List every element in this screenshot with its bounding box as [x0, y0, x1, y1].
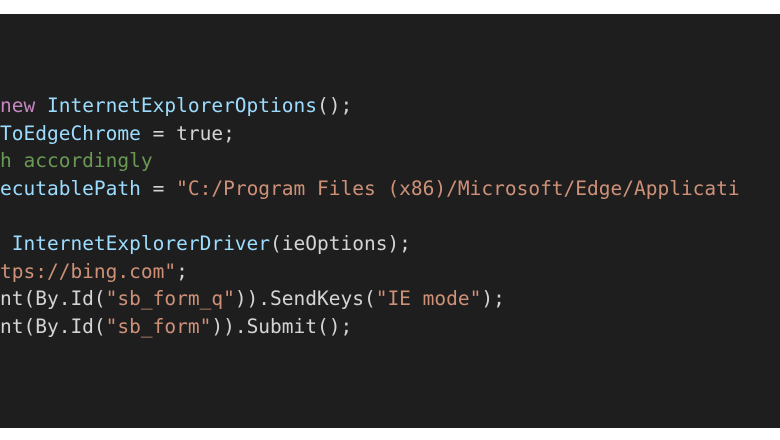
code-token: tps://bing.com"	[0, 259, 177, 283]
code-line: nt(By.Id("sb_form")).Submit();	[0, 313, 740, 341]
code-token: =	[140, 176, 177, 200]
code-line: new InternetExplorerOptions();	[0, 92, 740, 120]
code-line: InternetExplorerDriver(ieOptions);	[0, 230, 740, 258]
code-token: nt(By.Id(	[0, 314, 106, 338]
code-token: =	[140, 121, 177, 145]
code-line: nt(By.Id("sb_form_q")).SendKeys("IE mode…	[0, 285, 740, 313]
code-token: "IE mode"	[375, 287, 482, 311]
code-token: true	[176, 121, 224, 145]
code-line: tps://bing.com";	[0, 258, 740, 286]
code-token: "sb_form"	[105, 314, 212, 338]
code-token: (ieOptions);	[270, 231, 411, 255]
code-line	[0, 202, 740, 230]
code-block: new InternetExplorerOptions();ToEdgeChro…	[0, 92, 740, 340]
code-token: h accordingly	[0, 149, 153, 173]
code-token: InternetExplorerOptions	[46, 94, 317, 117]
code-token: ecutablePath	[0, 176, 141, 200]
code-token: InternetExplorerDriver	[11, 231, 271, 255]
code-line: ToEdgeChrome = true;	[0, 120, 740, 148]
code-line: ecutablePath = "C:/Program Files (x86)/M…	[0, 175, 740, 203]
code-token: "sb_form_q"	[105, 287, 235, 311]
code-token: ();	[317, 94, 353, 117]
code-editor: new InternetExplorerOptions();ToEdgeChro…	[0, 14, 780, 428]
code-token: new	[0, 94, 47, 117]
code-token: )).SendKeys(	[234, 287, 376, 311]
code-token: ToEdgeChrome	[0, 121, 141, 145]
code-token: ;	[176, 259, 188, 283]
code-line: h accordingly	[0, 147, 740, 175]
code-token: "C:/Program Files (x86)/Microsoft/Edge/A…	[176, 176, 740, 200]
code-token: ;	[223, 121, 235, 145]
code-token: nt(By.Id(	[0, 287, 106, 311]
code-token: )).Submit();	[211, 314, 353, 338]
code-token: );	[481, 287, 505, 311]
code-token	[0, 232, 12, 255]
